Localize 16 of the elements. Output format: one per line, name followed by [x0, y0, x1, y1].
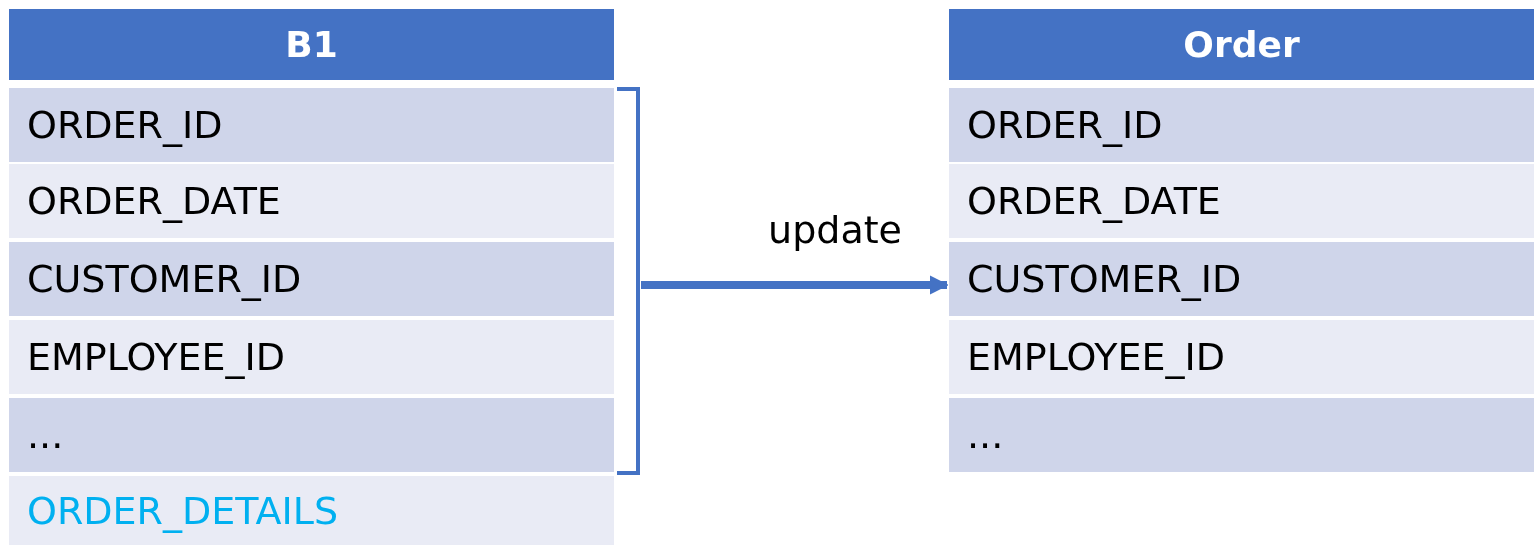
- table-row: EMPLOYEE_ID: [949, 320, 1534, 394]
- table-row: ORDER_ID: [949, 88, 1534, 162]
- table-row: ORDER_ID: [9, 88, 614, 162]
- table-row: ...: [949, 398, 1534, 472]
- table-row: ORDER_DETAILS: [9, 476, 614, 545]
- bracket: [617, 87, 641, 475]
- table-header: B1: [9, 9, 614, 80]
- table: [8, 8, 615, 546]
- table-row: ORDER_DATE: [9, 164, 614, 238]
- table-header: Order: [949, 9, 1534, 80]
- table-row: ...: [9, 398, 614, 472]
- table-row: CUSTOMER_ID: [949, 242, 1534, 316]
- table-row: EMPLOYEE_ID: [9, 320, 614, 394]
- table-row: ORDER_DATE: [949, 164, 1534, 238]
- table: [948, 8, 1535, 474]
- table-row: CUSTOMER_ID: [9, 242, 614, 316]
